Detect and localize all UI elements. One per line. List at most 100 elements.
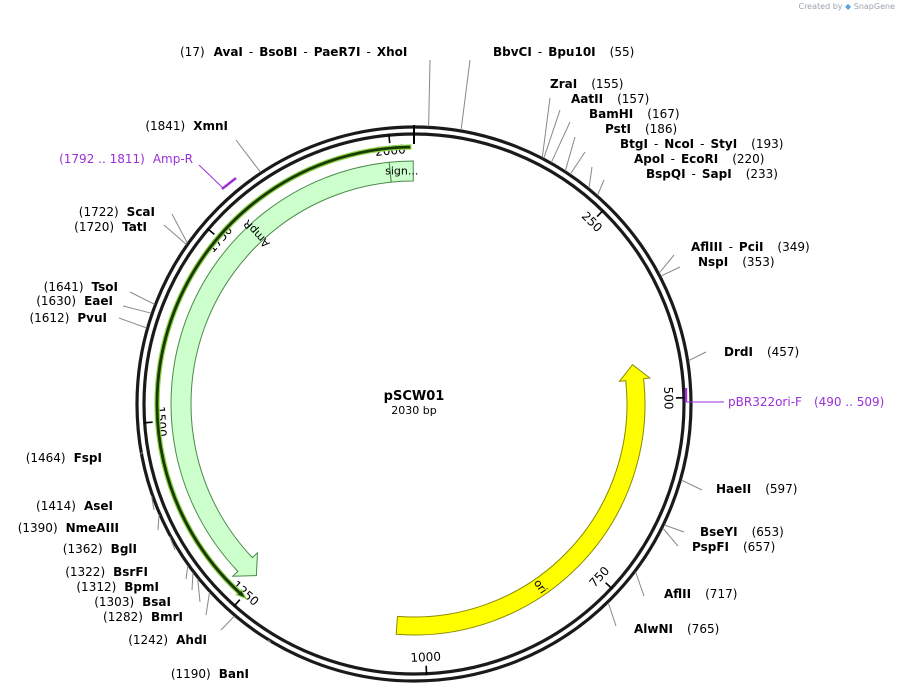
site-label-apoi[interactable]: ApoI-EcoRI(220) — [634, 152, 764, 166]
site-enzyme-name: BtgI — [620, 137, 648, 151]
plasmid-length: 2030 bp — [391, 404, 436, 417]
site-label-scai[interactable]: (1722)ScaI — [79, 205, 155, 219]
site-enzyme-name: BsrFI — [113, 565, 148, 579]
site-label-nmeaiii[interactable]: (1390)NmeAIII — [18, 521, 119, 535]
site-label-bgli[interactable]: (1362)BglI — [63, 542, 137, 556]
site-label-asei[interactable]: (1414)AseI — [36, 499, 113, 513]
site-label-bamhi[interactable]: BamHI(167) — [589, 107, 680, 121]
site-position: (653) — [752, 525, 784, 539]
site-label-bsrfi[interactable]: (1322)BsrFI — [65, 565, 148, 579]
site-enzyme-name: BanI — [219, 667, 249, 681]
site-name-separator: - — [700, 137, 704, 151]
site-leader-avai — [428, 59, 431, 127]
site-enzyme-name: AvaI — [214, 45, 243, 59]
site-label-btgi[interactable]: BtgI-NcoI-StyI(193) — [620, 137, 783, 151]
site-label-pvui[interactable]: (1612)PvuI — [29, 311, 107, 325]
site-label-haeii[interactable]: HaeII (597) — [716, 482, 798, 496]
site-label-bpmi[interactable]: (1312)BpmI — [76, 580, 159, 594]
site-enzyme-name: PciI — [739, 240, 764, 254]
site-enzyme-name: BamHI — [589, 107, 633, 121]
site-label-bmri[interactable]: (1282)BmrI — [103, 610, 183, 624]
site-leader-scai — [171, 213, 188, 244]
site-position: (597) — [765, 482, 797, 496]
site-leader-xmni — [235, 139, 261, 173]
site-name-separator: - — [654, 137, 658, 151]
site-leader-tati — [163, 224, 187, 245]
site-position: (155) — [591, 77, 623, 91]
site-enzyme-name: EaeI — [84, 294, 113, 308]
site-leader-aatii — [543, 109, 561, 159]
site-leader-fspi — [140, 451, 144, 455]
site-position: (1630) — [36, 294, 76, 308]
plasmid-name: pSCW01 — [384, 389, 445, 404]
site-leader-alwni — [607, 602, 617, 627]
site-enzyme-name: BsoBI — [259, 45, 297, 59]
site-label-bseyi[interactable]: BseYI(653) — [700, 525, 784, 539]
tick-label-500: 500 — [661, 386, 676, 409]
site-leader-eaei — [122, 305, 152, 314]
site-label-eaei[interactable]: (1630) EaeI — [36, 294, 113, 308]
site-enzyme-name: PaeR7I — [314, 45, 361, 59]
site-position: (1190) — [171, 667, 211, 681]
site-enzyme-name: NspI — [698, 255, 728, 269]
site-label-bbvci[interactable]: BbvCI-Bpu10I(55) — [493, 45, 634, 59]
site-label-fspi[interactable]: (1464)FspI — [26, 451, 102, 465]
site-leader-tsoi — [129, 291, 155, 305]
site-label-xmni[interactable]: (1841) XmnI — [145, 119, 228, 133]
site-label-bspqi[interactable]: BspQI-SapI(233) — [646, 167, 778, 181]
site-label-bsai[interactable]: (1303)BsaI — [94, 595, 171, 609]
site-label-pspfi[interactable]: PspFI(657) — [692, 540, 775, 554]
site-position: (233) — [746, 167, 778, 181]
tick-mark-750 — [605, 582, 613, 590]
feature-ori-arrow — [395, 364, 652, 636]
site-enzyme-name: ApoI — [634, 152, 665, 166]
primer-amp-r-name: Amp-R — [153, 152, 193, 166]
site-enzyme-name: AseI — [84, 499, 113, 513]
site-enzyme-name: DrdI — [724, 345, 753, 359]
site-label-aatii[interactable]: AatII(157) — [571, 92, 649, 106]
tick-mark-1500 — [143, 421, 153, 424]
site-leader-bmri — [205, 592, 211, 616]
site-label-tati[interactable]: (1720)TatI — [74, 220, 147, 234]
site-position: (157) — [617, 92, 649, 106]
site-enzyme-name: BsaI — [142, 595, 171, 609]
site-enzyme-name: HaeII — [716, 482, 751, 496]
site-label-alwni[interactable]: AlwNI(765) — [634, 622, 719, 636]
site-label-bani[interactable]: (1190) BanI — [171, 667, 249, 681]
site-label-tsoi[interactable]: (1641)TsoI — [44, 280, 118, 294]
site-enzyme-name: BbvCI — [493, 45, 532, 59]
site-enzyme-name: NcoI — [664, 137, 694, 151]
site-label-afliii[interactable]: AflIII-PciI(349) — [691, 240, 810, 254]
site-enzyme-name: ZraI — [550, 77, 577, 91]
site-leader-asei — [151, 495, 155, 511]
tick-label-1000: 1000 — [410, 650, 441, 665]
site-name-separator: - — [303, 45, 307, 59]
site-name-separator: - — [729, 240, 733, 254]
site-label-psti[interactable]: PstI(186) — [605, 122, 677, 136]
feature-ampr-arrow — [170, 161, 392, 577]
site-label-nspi[interactable]: NspI(353) — [698, 255, 775, 269]
site-leader-aflii — [635, 571, 645, 597]
site-leader-bsai — [197, 578, 201, 603]
primer-amp-r-leader — [198, 164, 224, 189]
tick-mark-1750 — [206, 227, 215, 235]
site-label-ahdi[interactable]: (1242)AhdI — [128, 633, 207, 647]
site-leader-pvui — [118, 317, 147, 329]
brand-watermark: Created by ◆ SnapGene — [798, 2, 895, 11]
site-enzyme-name: AflII — [664, 587, 691, 601]
site-position: (1282) — [103, 610, 143, 624]
site-label-drdi[interactable]: DrdI(457) — [724, 345, 799, 359]
site-label-aflii[interactable]: AflII(717) — [664, 587, 737, 601]
site-leader-psti — [564, 136, 576, 171]
site-position: (55) — [610, 45, 635, 59]
site-enzyme-name: TsoI — [92, 280, 118, 294]
site-label-zrai[interactable]: ZraI (155) — [550, 77, 623, 91]
site-enzyme-name: XmnI — [193, 119, 228, 133]
site-position: (1841) — [145, 119, 185, 133]
site-label-avai[interactable]: (17)AvaI-BsoBI-PaeR7I-XhoI — [180, 45, 407, 59]
site-enzyme-name: ScaI — [127, 205, 155, 219]
